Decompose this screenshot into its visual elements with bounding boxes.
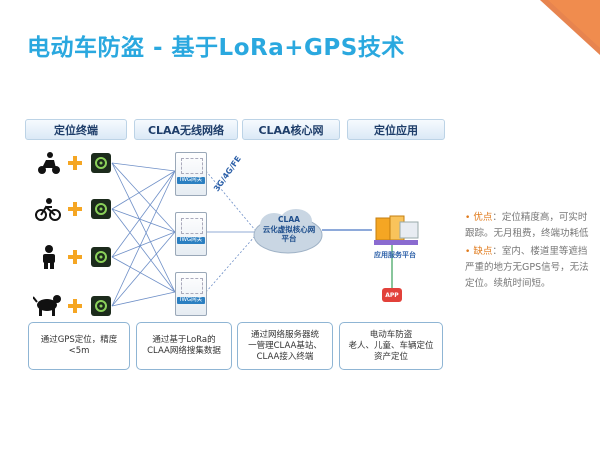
plus-icon bbox=[68, 202, 82, 216]
dog-icon bbox=[33, 295, 61, 316]
bullet-cons: • 缺点：室内、楼道里等遮挡严重的地方无GPS信号，无法定位。续航时间短。 bbox=[465, 244, 590, 292]
bottom-box-wireless: 通过基于LoRa的 CLAA网络搜集数据 bbox=[136, 322, 232, 370]
tracker-device-icon bbox=[91, 296, 111, 316]
bullet-pros-text: ：定位精度高，可实时跟踪。无月租费，终端功耗低 bbox=[465, 212, 589, 239]
bottom-box-core: 通过网络服务器统 一管理CLAA基站、 CLAA接入终端 bbox=[237, 322, 333, 370]
tracker-device-icon bbox=[91, 247, 111, 267]
app-icon: APP bbox=[382, 288, 402, 302]
col-header-app: 定位应用 bbox=[347, 119, 445, 140]
app-platform-label: 应用服务平台 bbox=[374, 251, 416, 259]
plus-icon bbox=[68, 299, 82, 313]
gateway-1: IWG网关 bbox=[175, 152, 207, 196]
bullet-dot-icon: • bbox=[465, 213, 471, 223]
bottom-box-app: 电动车防盗 老人、儿童、车辆定位 资产定位 bbox=[339, 322, 443, 370]
tracker-device-icon bbox=[91, 199, 111, 219]
plus-icon bbox=[68, 156, 82, 170]
gateway-2: IWG网关 bbox=[175, 212, 207, 256]
page-title: 电动车防盗 - 基于LoRa+GPS技术 bbox=[27, 35, 405, 61]
bottom-box-terminal: 通过GPS定位，精度<5m bbox=[28, 322, 130, 370]
scooter-icon bbox=[38, 152, 60, 174]
gateway-label: IWG网关 bbox=[177, 177, 205, 184]
bullet-cons-text: ：室内、楼道里等遮挡严重的地方无GPS信号，无法定位。续航时间短。 bbox=[465, 246, 589, 289]
col-header-terminal: 定位终端 bbox=[25, 119, 127, 140]
col-header-wireless: CLAA无线网络 bbox=[134, 119, 238, 140]
col-header-core: CLAA核心网 bbox=[242, 119, 340, 140]
pros-cons-list: • 优点：定位精度高，可实时跟踪。无月租费，终端功耗低 • 缺点：室内、楼道里等… bbox=[465, 210, 590, 292]
plus-icon bbox=[68, 250, 82, 264]
tracker-device-icon bbox=[91, 153, 111, 173]
bullet-pros: • 优点：定位精度高，可实时跟踪。无月租费，终端功耗低 bbox=[465, 210, 590, 242]
bullet-cons-head: 缺点 bbox=[473, 246, 493, 257]
gateway-label: IWG网关 bbox=[177, 297, 205, 304]
cloud-icon bbox=[253, 209, 323, 254]
child-icon bbox=[43, 245, 55, 269]
gateway-3: IWG网关 bbox=[175, 272, 207, 316]
cloud-label: CLAA 云化虚拟核心网 平台 bbox=[254, 215, 324, 244]
bullet-pros-head: 优点 bbox=[473, 212, 493, 223]
cloud-label-line1: CLAA bbox=[278, 215, 300, 224]
bullet-dot-icon: • bbox=[465, 247, 471, 257]
corner-ribbon: 电动车防盗 bbox=[540, 0, 600, 55]
bicycle-icon bbox=[35, 198, 61, 221]
cloud-label-line3: 平台 bbox=[281, 234, 297, 243]
cloud-label-line2: 云化虚拟核心网 bbox=[262, 224, 316, 234]
server-icon bbox=[374, 215, 419, 245]
gateway-label: IWG网关 bbox=[177, 237, 205, 244]
